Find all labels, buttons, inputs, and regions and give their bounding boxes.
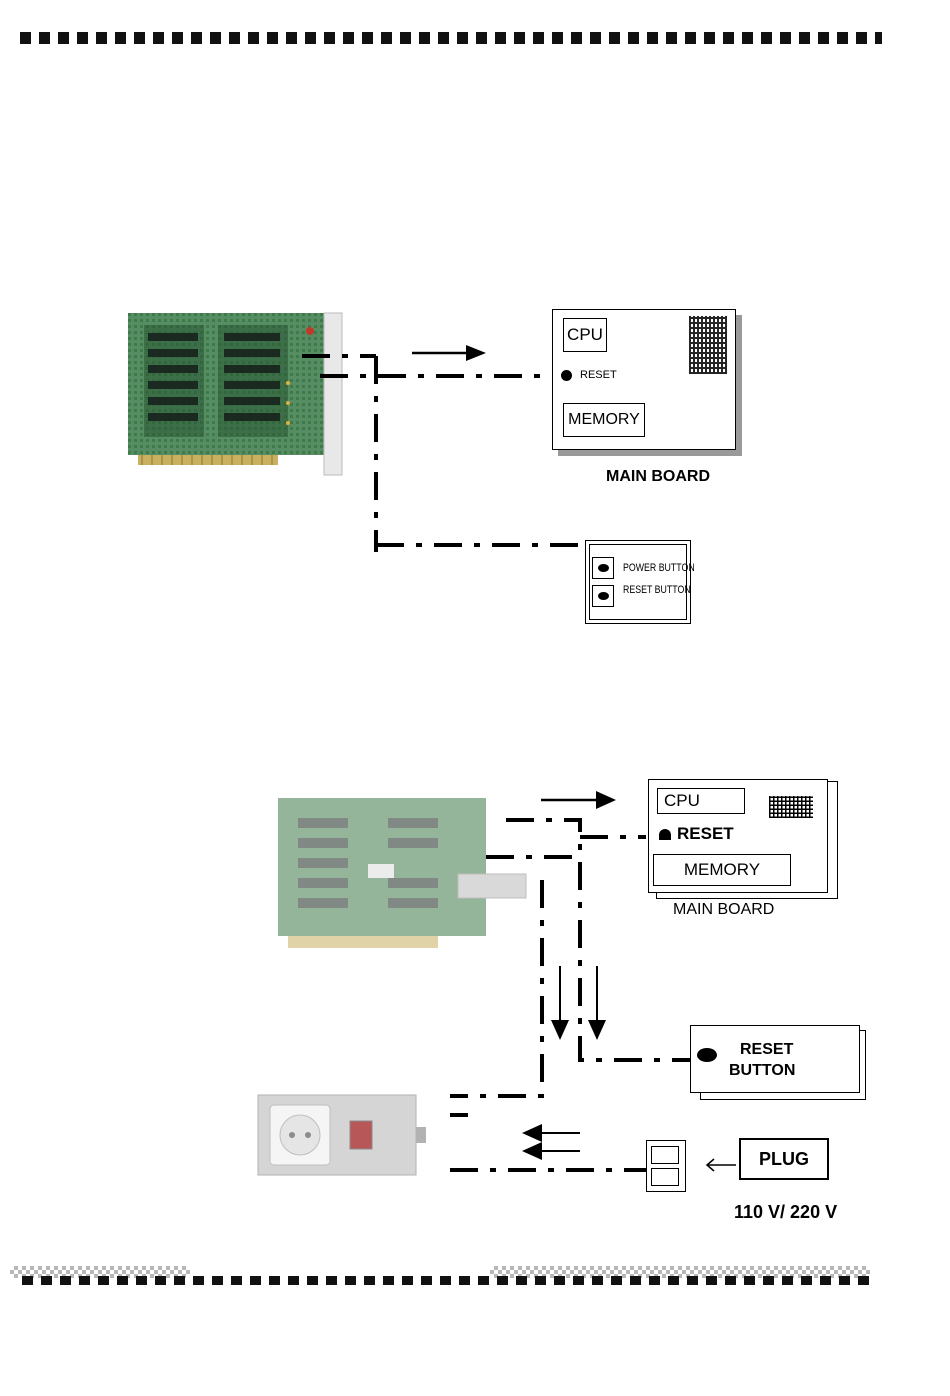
- memory-box-2: MEMORY: [653, 854, 791, 886]
- memory-label-1: MEMORY: [568, 411, 640, 429]
- reset-button-label-1: RESET BUTTON: [623, 584, 691, 596]
- button-panel-1: POWER BUTTON RESET BUTTON: [585, 540, 691, 624]
- reset-button-label-line2: BUTTON: [729, 1062, 795, 1080]
- reset-button-2[interactable]: [697, 1048, 717, 1062]
- reset-dot-1: [561, 370, 572, 381]
- memory-label-2: MEMORY: [684, 860, 760, 880]
- arrow-left-2: [522, 1142, 542, 1160]
- power-button-label-1: POWER BUTTON: [623, 562, 695, 574]
- memory-box-1: MEMORY: [563, 403, 645, 437]
- reset-dot-2: [659, 829, 671, 840]
- cpu-box-1: CPU: [563, 318, 607, 352]
- arrow-left-1: [522, 1124, 542, 1142]
- plug-box: PLUG: [739, 1138, 829, 1180]
- ram-chips-2: [769, 796, 813, 818]
- arrow-down-1: [551, 1020, 569, 1040]
- plug-label: PLUG: [759, 1149, 809, 1170]
- power-button-1[interactable]: [592, 557, 614, 579]
- reset-label-1: RESET: [580, 369, 617, 381]
- voltage-label: 110 V/ 220 V: [734, 1202, 837, 1223]
- arrow-left-small: [707, 1159, 714, 1171]
- socket-symbol: [646, 1140, 686, 1192]
- reset-label-2: RESET: [677, 824, 734, 844]
- main-board-2: CPU RESET MEMORY: [648, 779, 828, 893]
- arrow-down-2: [588, 1020, 606, 1040]
- top-border: [20, 32, 882, 44]
- cpu-box-2: CPU: [657, 788, 745, 814]
- cpu-label-2: CPU: [664, 791, 700, 811]
- reset-button-box-2: RESET BUTTON: [690, 1025, 860, 1093]
- reset-button-label-line1: RESET: [740, 1041, 793, 1059]
- main-board-caption-1: MAIN BOARD: [606, 468, 710, 486]
- arrow-right-2: [596, 791, 616, 809]
- main-board-caption-2: MAIN BOARD: [673, 901, 774, 919]
- cpu-label-1: CPU: [567, 325, 603, 345]
- main-board-1: CPU MEMORY RESET: [552, 309, 736, 450]
- bottom-border: [22, 1276, 874, 1285]
- ram-chips-1: [689, 316, 727, 374]
- reset-button-1[interactable]: [592, 585, 614, 607]
